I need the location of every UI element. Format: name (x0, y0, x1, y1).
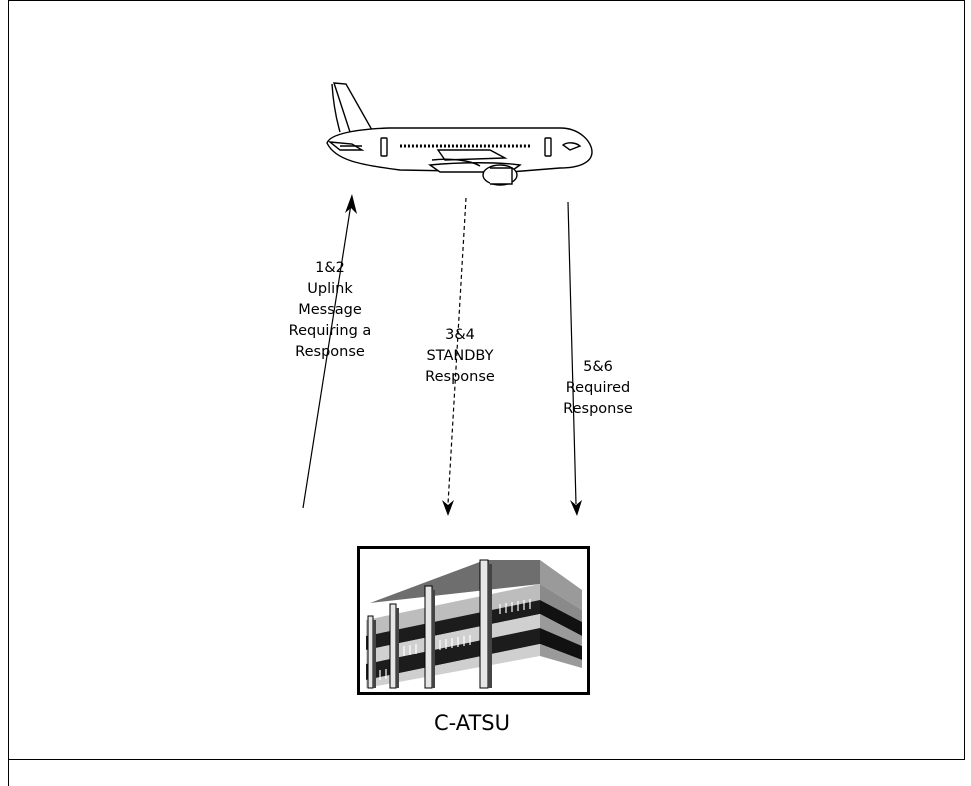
atsu-caption: C-ATSU (433, 711, 511, 735)
atsu-building-icon (357, 546, 590, 695)
uplink-arrow (302, 194, 357, 509)
frame-border (8, 0, 965, 786)
required-response-label: 5&6 Required Response (563, 359, 633, 417)
standby-label: 3&4 STANDBY Response (425, 327, 495, 385)
aircraft-icon (326, 82, 593, 186)
standby-arrow (442, 197, 467, 516)
uplink-label: 1&2 Uplink Message Requiring a Response (288, 260, 372, 360)
required-response-arrow (567, 201, 582, 516)
